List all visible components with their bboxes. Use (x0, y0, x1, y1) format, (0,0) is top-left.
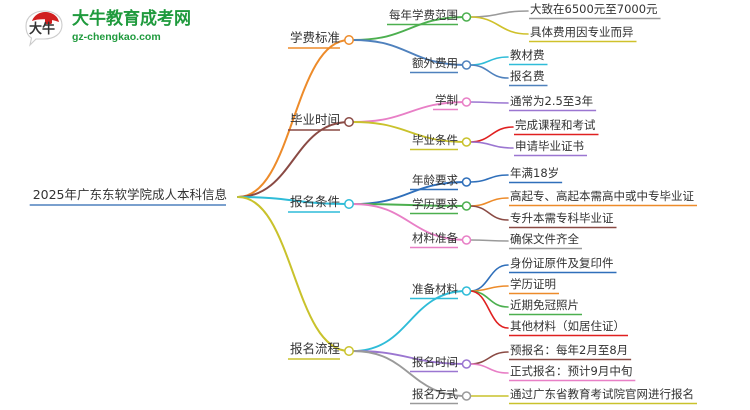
node-dot[interactable] (344, 35, 354, 45)
subnode-label-2-0[interactable]: 年龄要求 (412, 172, 458, 187)
node-dot[interactable] (461, 12, 472, 22)
subnode-label-3-1[interactable]: 报名时间 (412, 354, 458, 369)
node-dot[interactable] (461, 137, 472, 147)
subnode-label-0-0[interactable]: 每年学费范围 (389, 7, 458, 22)
node-dot[interactable] (461, 60, 472, 70)
logo-brand-en: gz-chengkao.com (72, 31, 161, 43)
subnode-label-3-2[interactable]: 报名方式 (412, 386, 458, 401)
node-dot[interactable] (461, 97, 472, 107)
leaf-label-2-1-0[interactable]: 高起专、高起本需高中或中专毕业证 (510, 188, 694, 203)
node-dot[interactable] (461, 359, 472, 369)
leaf-label-3-0-0[interactable]: 身份证原件及复印件 (510, 255, 614, 270)
node-dot[interactable] (344, 199, 354, 209)
logo-text-block: 大牛教育成考网 gz-chengkao.com (72, 9, 204, 44)
leaf-label-1-0-0[interactable]: 通常为2.5至3年 (510, 93, 594, 108)
leaf-label-2-2-0[interactable]: 确保文件齐全 (510, 231, 579, 246)
leaf-label-2-0-0[interactable]: 年满18岁 (510, 165, 560, 180)
leaf-label-2-1-1[interactable]: 专升本需专科毕业证 (510, 210, 614, 225)
subnode-label-1-0[interactable]: 学制 (435, 92, 458, 107)
node-dot[interactable] (461, 177, 472, 187)
logo-mark-icon: 大牛 (22, 8, 66, 48)
leaf-label-0-1-1[interactable]: 报名费 (510, 68, 545, 83)
leaf-label-1-1-0[interactable]: 完成课程和考试 (515, 117, 596, 132)
node-dot[interactable] (461, 286, 472, 296)
leaf-label-0-1-0[interactable]: 教材费 (510, 47, 545, 62)
leaf-label-3-1-1[interactable]: 正式报名：预计9月中旬 (510, 363, 633, 378)
node-dot[interactable] (344, 346, 354, 356)
subnode-label-1-1[interactable]: 毕业条件 (412, 132, 458, 147)
svg-text:大牛: 大牛 (29, 21, 55, 37)
node-dot[interactable] (461, 201, 472, 211)
subnode-label-2-1[interactable]: 学历要求 (412, 196, 458, 211)
leaf-label-3-2-0[interactable]: 通过广东省教育考试院官网进行报名 (510, 386, 694, 401)
branch-label-1[interactable]: 毕业时间 (289, 112, 340, 128)
subnode-label-0-1[interactable]: 额外费用 (412, 55, 458, 70)
node-dot[interactable] (461, 391, 472, 401)
leaf-label-0-0-0[interactable]: 大致在6500元至7000元 (530, 1, 658, 16)
leaf-label-0-0-1[interactable]: 具体费用因专业而异 (530, 24, 634, 39)
leaf-label-1-1-1[interactable]: 申请毕业证书 (515, 138, 584, 153)
node-dot[interactable] (344, 117, 354, 127)
site-logo: 大牛 大牛教育成考网 gz-chengkao.com (22, 8, 202, 50)
node-dot[interactable] (461, 235, 472, 245)
leaf-label-3-1-0[interactable]: 预报名：每年2月至8月 (510, 342, 629, 357)
branch-label-0[interactable]: 学费标准 (289, 30, 340, 46)
root-node-label[interactable]: 2025年广东东软学院成人本科信息 (32, 187, 227, 203)
logo-brand-cn: 大牛教育成考网 (72, 9, 191, 29)
leaf-label-3-0-1[interactable]: 学历证明 (510, 276, 556, 291)
leaf-label-3-0-3[interactable]: 其他材料（如居住证） (510, 318, 625, 333)
branch-label-2[interactable]: 报名条件 (289, 194, 340, 210)
subnode-label-2-2[interactable]: 材料准备 (412, 230, 458, 245)
subnode-label-3-0[interactable]: 准备材料 (412, 281, 458, 296)
leaf-label-3-0-2[interactable]: 近期免冠照片 (510, 297, 579, 312)
branch-label-3[interactable]: 报名流程 (289, 341, 340, 357)
